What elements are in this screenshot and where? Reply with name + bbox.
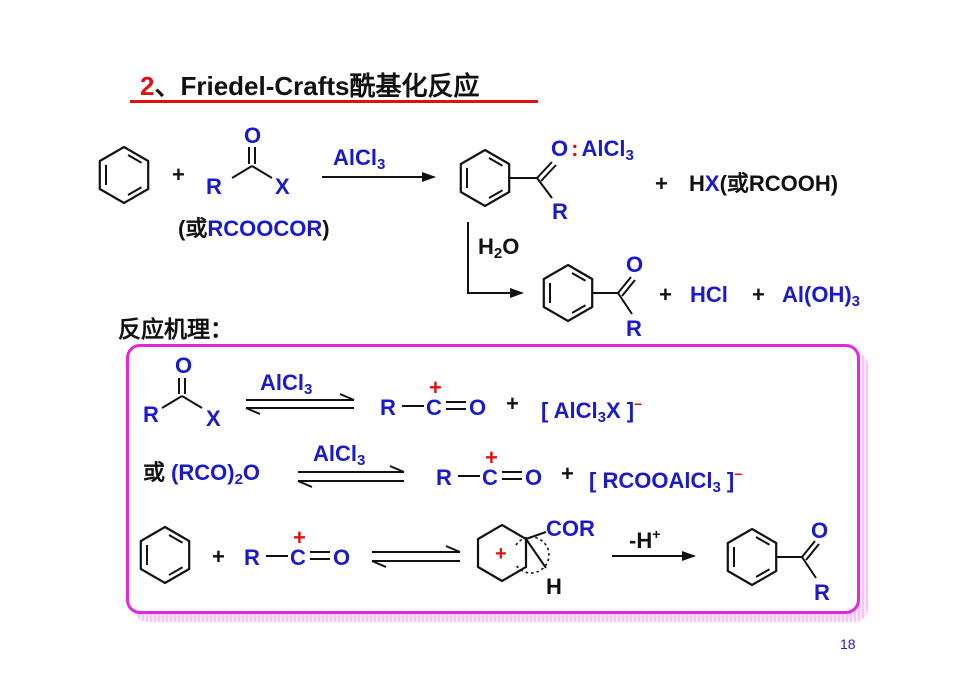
hydrolysis-arrow [467,222,524,298]
mech2-acylium-O: O [525,465,543,490]
final-R: R [814,580,830,605]
mech1-acylium-C: C [426,395,442,420]
complex-R: R [552,199,568,224]
hcl-label: HCl [690,282,728,307]
mech1-charge: + [429,375,442,400]
mech3-charge: + [293,525,306,550]
sigma-H: H [546,574,562,599]
page-title: 2、Friedel-Crafts酰基化反应 [140,66,480,103]
mech1-acylium-R: R [380,395,396,420]
plus-sign: + [212,544,225,569]
sigma-COR: COR [546,516,595,541]
page-number: 18 [840,636,856,652]
deprotonation-label: -H+ [629,526,661,553]
complex-acyl-structure [509,161,557,199]
mech1-catalyst: AlCl3 [260,370,313,398]
mech2-acylium-R: R [436,465,452,490]
byproduct-label: HX(或RCOOH) [689,171,839,196]
ketone-structure [592,276,636,315]
mech2-charge: + [485,445,498,470]
mechanism-box [126,344,860,614]
catalyst-label-1: AlCl3 [333,145,386,173]
mech2-anion: [ RCOOAlCl3 ]− [589,466,743,496]
mech2-anhydride: 或(RCO)2O [143,460,261,488]
mech1-anion: [ AlCl3X ]− [541,396,643,426]
plus-sign: + [659,282,672,307]
mechanism-box-fill [129,347,857,611]
mech1-acylium-O: O [469,395,487,420]
plus-sign: + [752,282,765,307]
plus-sign: + [172,162,185,187]
title-text: 、Friedel-Crafts酰基化反应 [154,71,480,101]
plus-sign: + [506,391,519,416]
ketone-R: R [626,316,642,341]
mech3-acylium-O: O [333,545,351,570]
mech1-R: R [143,402,159,427]
mech1-O: O [175,353,193,378]
hydrolysis-reagent: H2O [478,234,520,262]
acyl-R: R [206,174,222,199]
final-O: O [811,518,829,543]
acyl-O: O [244,123,262,148]
title-underline [130,100,538,103]
plus-sign: + [655,171,668,196]
plus-sign: + [561,461,574,486]
title-number: 2 [140,71,155,101]
acyl-X: X [275,174,290,199]
acyl-halide-structure [231,147,273,179]
mech3-acylium-C: C [290,545,306,570]
mech3-acylium-R: R [244,545,260,570]
mech2-acylium-C: C [482,465,498,490]
sigma-charge: + [495,543,507,565]
mech2-catalyst: AlCl3 [313,441,366,469]
complex-label: O:AlCl3 [551,136,634,164]
ketone-O: O [626,252,644,277]
aloh-label: Al(OH)3 [782,282,860,310]
mechanism-heading: 反应机理： [118,316,233,342]
mech1-X: X [206,406,221,431]
alternative-reagent: (或RCOOCOR) [178,216,330,241]
